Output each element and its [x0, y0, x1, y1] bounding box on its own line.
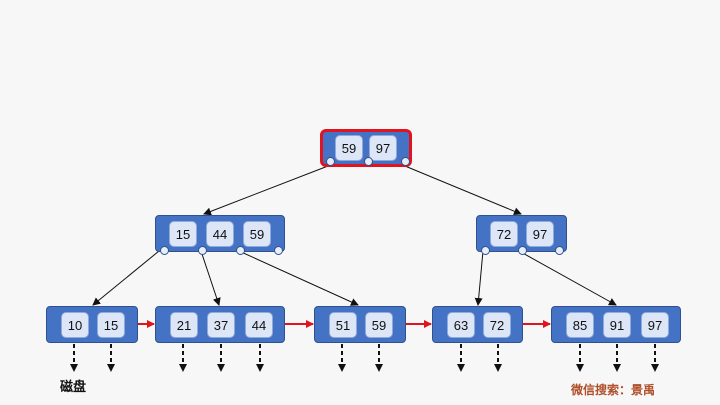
key-cell: 63 [447, 312, 475, 338]
key-cell: 91 [603, 312, 631, 338]
child-pointer [481, 246, 490, 255]
key-cell: 59 [335, 135, 363, 161]
key-cell: 21 [170, 312, 198, 338]
internal-node-left: 15 44 59 [155, 215, 285, 255]
leaf-node: 10 15 [46, 306, 138, 343]
child-pointer [364, 157, 373, 166]
watermark-text: 微信搜索：景禹 [571, 383, 656, 397]
key-cell: 85 [566, 312, 594, 338]
root-node: 59 97 [320, 129, 412, 167]
leaf-node: 85 91 97 [551, 306, 681, 343]
key-cell: 44 [245, 312, 273, 338]
key-cell: 10 [61, 312, 89, 338]
leaf-node: 63 72 [432, 306, 523, 343]
child-edge [238, 250, 359, 306]
key-cell: 97 [641, 312, 669, 338]
child-edge [203, 165, 329, 216]
key-cell: 72 [483, 312, 511, 338]
key-cell: 72 [490, 221, 518, 247]
leaf-node: 51 59 [314, 306, 406, 343]
key-cell: 37 [207, 312, 235, 338]
leaf-node: 21 37 44 [155, 306, 285, 343]
child-pointer [555, 246, 564, 255]
child-edge [518, 250, 617, 306]
child-edge [200, 250, 221, 306]
child-pointer [326, 157, 335, 166]
child-pointer [274, 246, 283, 255]
key-cell: 15 [97, 312, 125, 338]
child-edge [404, 165, 522, 216]
child-pointer [198, 246, 207, 255]
child-pointer [160, 246, 169, 255]
child-edge [92, 250, 160, 306]
key-cell: 51 [329, 312, 357, 338]
key-cell: 59 [365, 312, 393, 338]
key-cell: 15 [169, 221, 197, 247]
child-pointer [236, 246, 245, 255]
key-cell: 97 [369, 135, 397, 161]
internal-node-right: 72 97 [476, 215, 567, 255]
key-cell: 97 [526, 221, 554, 247]
child-pointer [401, 157, 410, 166]
key-cell: 44 [206, 221, 234, 247]
key-cell: 59 [243, 221, 271, 247]
disk-label: 磁盘 [60, 379, 87, 394]
child-edge [474, 250, 484, 306]
child-pointer [518, 246, 527, 255]
